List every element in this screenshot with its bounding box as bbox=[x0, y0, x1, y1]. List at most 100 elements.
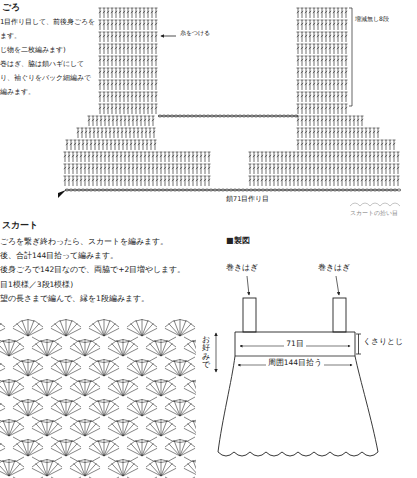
chain-stitch bbox=[257, 189, 261, 191]
chain-stitch bbox=[113, 189, 117, 191]
chain-stitch bbox=[169, 189, 173, 191]
stitch-row bbox=[297, 92, 348, 102]
chain-stitch bbox=[393, 189, 397, 191]
chain-stitch bbox=[273, 189, 277, 191]
chain-stitch bbox=[381, 189, 385, 191]
chain-stitch bbox=[261, 189, 265, 191]
chain-stitch bbox=[230, 115, 234, 117]
dimension-label: お好みで bbox=[202, 336, 210, 369]
chain-stitch bbox=[301, 189, 305, 191]
stitch-row bbox=[297, 20, 348, 30]
chain-stitch bbox=[161, 189, 165, 191]
chain-stitch bbox=[77, 189, 81, 191]
dress-outline bbox=[218, 332, 378, 456]
stitch-row bbox=[99, 20, 158, 30]
chain-stitch bbox=[158, 115, 162, 117]
strap bbox=[333, 298, 346, 332]
strap bbox=[243, 298, 256, 332]
instruction-text: り、袖ぐりをバック細編みで bbox=[0, 74, 91, 82]
chain-line bbox=[158, 116, 298, 117]
chain-stitch bbox=[65, 189, 69, 191]
chain-stitch bbox=[173, 189, 177, 191]
callout-label: 巻きはぎ bbox=[318, 264, 350, 273]
skirt-pattern-chart bbox=[0, 319, 196, 478]
chain-stitch bbox=[101, 189, 105, 191]
chain-stitches bbox=[158, 115, 298, 117]
chain-stitch bbox=[265, 189, 269, 191]
chain-stitch bbox=[389, 189, 393, 191]
chain-stitch bbox=[194, 115, 198, 117]
chain-stitch bbox=[281, 189, 285, 191]
chain-stitch bbox=[206, 115, 210, 117]
chain-stitch bbox=[269, 189, 273, 191]
instruction-text: 1目作り目して、前後身ごろを bbox=[0, 18, 95, 26]
leader-line bbox=[247, 276, 249, 295]
instruction-text: ごろを繋ぎ終わったら、スカートを編みます。 bbox=[0, 238, 168, 247]
row-note: 増減無し8段 bbox=[355, 16, 389, 23]
chain-stitch bbox=[289, 189, 293, 191]
chain-stitch bbox=[353, 189, 357, 191]
chain-stitch bbox=[337, 189, 341, 191]
chain-stitch bbox=[165, 189, 169, 191]
stitch-row bbox=[99, 44, 158, 54]
stitch-row bbox=[99, 56, 158, 66]
chain-stitch bbox=[369, 189, 373, 191]
chain-stitch bbox=[202, 115, 206, 117]
stitch-row bbox=[64, 176, 211, 186]
chain-stitch bbox=[253, 189, 257, 191]
chain-stitch bbox=[385, 189, 389, 191]
chain-stitch bbox=[217, 189, 221, 191]
instruction-text: 巻はぎ、脇は鎖ハギにして bbox=[0, 60, 84, 68]
stitch-row bbox=[297, 56, 348, 66]
stitch-row bbox=[99, 92, 158, 102]
chain-stitch bbox=[162, 115, 166, 117]
chain-stitch bbox=[249, 189, 253, 191]
instruction-text: 望の長さまで編んで、縁を1段編みます。 bbox=[0, 295, 149, 304]
stitch-row bbox=[249, 176, 400, 186]
chain-stitch bbox=[137, 189, 141, 191]
stitch-row bbox=[99, 8, 158, 18]
chain-stitch bbox=[89, 189, 93, 191]
chain-stitch bbox=[197, 189, 201, 191]
chain-stitch bbox=[270, 115, 274, 117]
chain-stitch bbox=[177, 189, 181, 191]
chain-stitch bbox=[121, 189, 125, 191]
chain-stitch bbox=[317, 189, 321, 191]
leader-line bbox=[336, 276, 339, 295]
stitch-row bbox=[99, 104, 158, 114]
chain-stitch bbox=[213, 189, 217, 191]
chain-stitch bbox=[186, 115, 190, 117]
chain-stitch bbox=[321, 189, 325, 191]
stitch-row bbox=[297, 80, 348, 90]
chain-stitch bbox=[73, 189, 77, 191]
chain-stitch bbox=[305, 189, 309, 191]
chain-stitch bbox=[242, 115, 246, 117]
instruction-text: 後、合計144目拾って編みます。 bbox=[0, 252, 118, 261]
chain-stitch bbox=[218, 115, 222, 117]
chain-stitch bbox=[377, 189, 381, 191]
chain-stitch bbox=[294, 115, 298, 117]
chain-stitch bbox=[345, 189, 349, 191]
chain-stitch bbox=[365, 189, 369, 191]
instruction-text: 目1模様／3段1模様) bbox=[0, 281, 73, 290]
chain-stitch bbox=[285, 189, 289, 191]
chain-stitch bbox=[266, 115, 270, 117]
pickup-scallop bbox=[350, 203, 400, 206]
chain-stitch bbox=[241, 189, 245, 191]
chain-stitch bbox=[357, 189, 361, 191]
stitch-row bbox=[297, 68, 348, 78]
chain-stitch bbox=[233, 189, 237, 191]
chain-stitch bbox=[93, 189, 97, 191]
stitch-row bbox=[297, 32, 348, 42]
stitch-row bbox=[297, 128, 380, 138]
chain-stitch bbox=[245, 189, 249, 191]
chain-stitch bbox=[297, 189, 301, 191]
chain-stitch bbox=[214, 115, 218, 117]
dimension-label: 71目 bbox=[284, 340, 306, 349]
chain-stitch bbox=[262, 115, 266, 117]
chain-stitch bbox=[117, 189, 121, 191]
stitch-row bbox=[249, 164, 400, 174]
stitch-row bbox=[66, 140, 157, 150]
chain-stitches bbox=[65, 189, 401, 191]
